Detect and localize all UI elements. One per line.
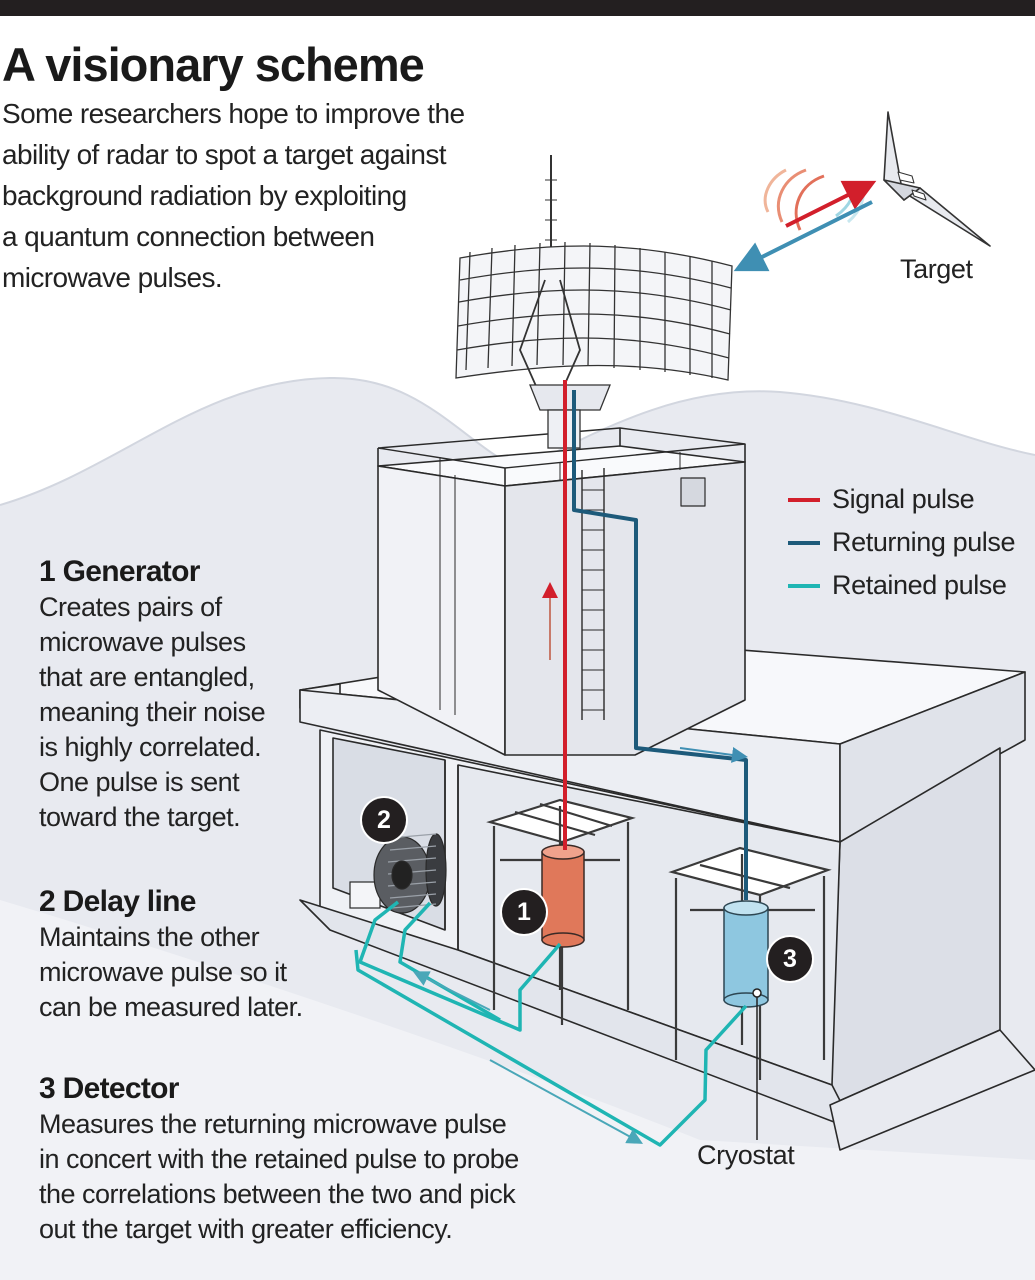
legend-item-signal: Signal pulse <box>788 478 1015 521</box>
return-beam <box>733 200 873 272</box>
intro-text: Some researchers hope to improve the abi… <box>2 93 502 298</box>
intro-line: Some researchers hope to improve the <box>2 98 465 129</box>
headline: A visionary scheme <box>2 38 425 91</box>
step-text-line: can be measured later. <box>39 992 303 1022</box>
legend: Signal pulse Returning pulse Retained pu… <box>788 478 1016 607</box>
step-text-line: in concert with the retained pulse to pr… <box>39 1144 519 1174</box>
intro-line: background radiation by exploiting <box>2 180 407 211</box>
step-text-line: the correlations between the two and pic… <box>39 1179 516 1209</box>
badge-detector: 3 <box>768 937 812 981</box>
retained-pulse-line-a <box>358 900 562 1032</box>
step-text-line: Maintains the other <box>39 922 260 952</box>
step-text-line: Measures the returning microwave pulse <box>39 1109 507 1139</box>
delay-line-coil <box>349 833 447 914</box>
legend-label: Signal pulse <box>832 484 975 514</box>
legend-item-returning: Returning pulse <box>788 521 1016 564</box>
step-text-line: that are entangled, <box>39 662 255 692</box>
badge-delay-line: 2 <box>362 798 406 842</box>
step-text-line: microwave pulses <box>39 627 246 657</box>
header-bar <box>0 0 1035 16</box>
cryostat-cylinder <box>723 900 769 1008</box>
legend-swatch-retained <box>788 583 820 588</box>
cryostat-label: Cryostat <box>697 1140 795 1170</box>
step-detector: 3 Detector Measures the returning microw… <box>39 1071 519 1247</box>
step-text-line: microwave pulse so it <box>39 957 287 987</box>
cryostat-body <box>723 907 769 1001</box>
generator-frame <box>486 798 636 1025</box>
legend-label: Retained pulse <box>832 570 1007 600</box>
step-title: 3 Detector <box>39 1072 179 1105</box>
intro-line: microwave pulses. <box>2 262 223 293</box>
step-title: 1 Generator <box>39 555 200 588</box>
target-label: Target <box>900 254 973 284</box>
target-aircraft <box>883 111 991 247</box>
step-delay-line: 2 Delay line Maintains the other microwa… <box>39 884 303 1025</box>
step-text-line: One pulse is sent <box>39 767 240 797</box>
legend-item-retained: Retained pulse <box>788 564 1015 607</box>
step-text-line: out the target with greater efficiency. <box>39 1214 453 1244</box>
returning-pulse-line <box>572 390 748 900</box>
legend-swatch-returning <box>788 540 820 545</box>
outgoing-beam <box>785 180 877 228</box>
step-generator: 1 Generator Creates pairs of microwave p… <box>39 554 266 835</box>
generator-cylinder <box>541 844 585 948</box>
target-beams <box>733 168 877 272</box>
pulse-paths <box>354 380 748 1147</box>
step-title: 2 Delay line <box>39 885 196 918</box>
step-text-line: Creates pairs of <box>39 592 222 622</box>
badge-generator: 1 <box>502 890 546 934</box>
step-text-line: toward the target. <box>39 802 241 832</box>
intro-line: a quantum connection between <box>2 221 375 252</box>
retained-pulse-line-c <box>354 949 748 1147</box>
radar-tower <box>377 427 746 756</box>
intro-line: ability of radar to spot a target agains… <box>2 139 447 170</box>
step-text-line: meaning their noise <box>39 697 266 727</box>
legend-swatch-signal <box>788 497 820 502</box>
step-text-line: is highly correlated. <box>39 732 262 762</box>
legend-label: Returning pulse <box>832 527 1016 557</box>
radar-dish <box>455 155 733 449</box>
generator-body <box>541 851 585 941</box>
